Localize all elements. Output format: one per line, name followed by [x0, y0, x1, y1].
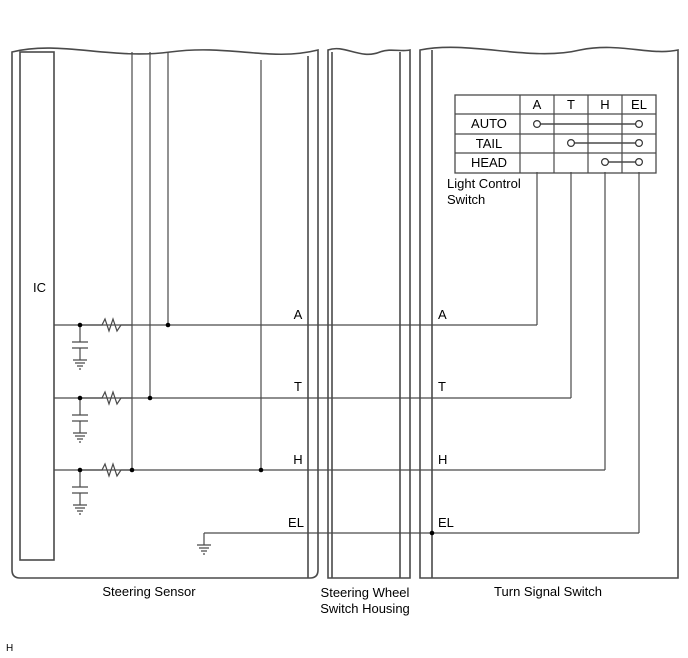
col-header-el: EL [631, 97, 647, 112]
swsh-housing [327, 47, 411, 579]
light-control-switch-table: A T H EL AUTO TAIL HEAD [454, 94, 657, 174]
col-header-t: T [567, 97, 575, 112]
row-tail: TAIL [476, 136, 503, 151]
swsh-label-1: Steering Wheel [321, 585, 410, 600]
swsh-label-2: Switch Housing [320, 601, 410, 616]
signal-label-el-right: EL [438, 515, 454, 530]
resistor-t [80, 390, 132, 406]
resistor-a [80, 317, 132, 333]
signal-label-h-left: H [293, 452, 302, 467]
signal-label-t-left: T [294, 379, 302, 394]
capacitor-ground-t [72, 398, 88, 443]
turn-signal-switch-label: Turn Signal Switch [494, 584, 602, 599]
signal-label-el-left: EL [288, 515, 304, 530]
capacitor-ground-a [72, 325, 88, 370]
col-header-a: A [533, 97, 542, 112]
signal-label-a-left: A [294, 307, 303, 322]
steering-sensor-label: Steering Sensor [102, 584, 196, 599]
capacitor-ground-h [72, 470, 88, 515]
turn-signal-switch-housing [419, 46, 679, 579]
signal-label-a-right: A [438, 307, 447, 322]
row-auto: AUTO [471, 116, 507, 131]
light-control-switch-label-1: Light Control [447, 176, 521, 191]
steering-sensor-housing [11, 47, 319, 579]
row-head: HEAD [471, 155, 507, 170]
signal-label-h-right: H [438, 452, 447, 467]
corner-letter: H [6, 643, 13, 654]
ic-label: IC [33, 280, 46, 295]
resistor-h [80, 462, 132, 478]
ic-block [19, 51, 55, 561]
signal-label-t-right: T [438, 379, 446, 394]
junction-dots [77, 322, 435, 536]
ground-el [197, 544, 211, 555]
col-header-h: H [600, 97, 609, 112]
light-control-switch-label-2: Switch [447, 192, 485, 207]
